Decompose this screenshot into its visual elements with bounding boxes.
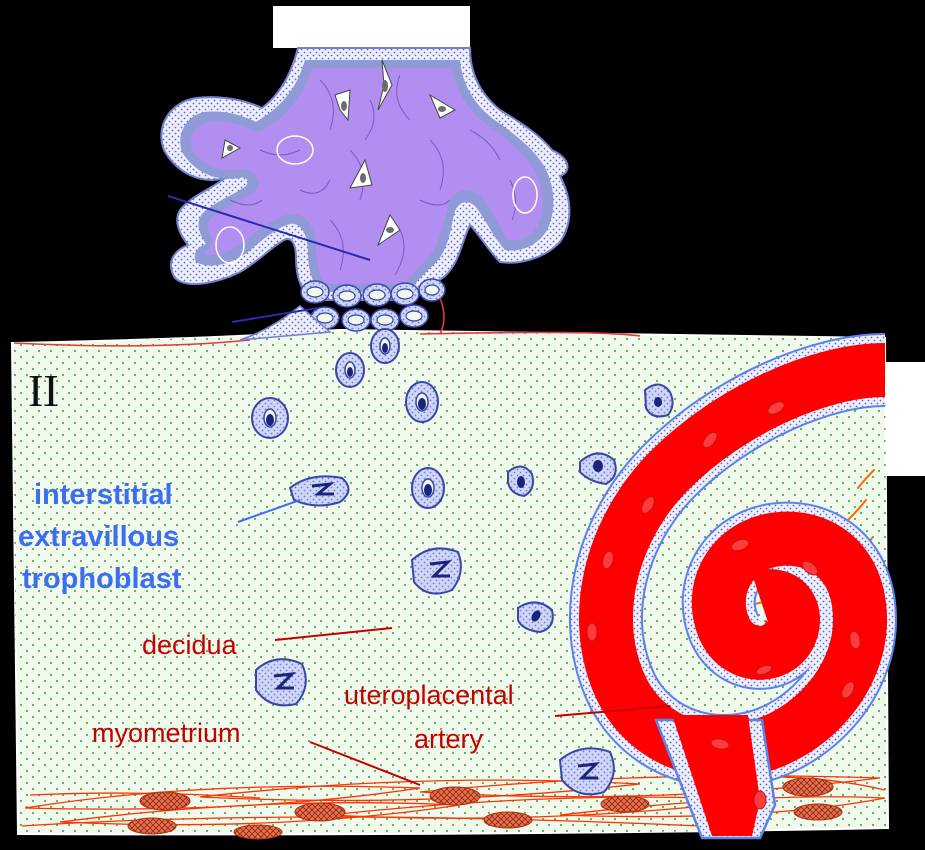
label-decidua: decidua bbox=[142, 630, 237, 660]
muscle-nucleus bbox=[295, 803, 345, 821]
muscle-nucleus bbox=[128, 818, 176, 834]
trophoblast-cell bbox=[256, 659, 306, 705]
label-myometrium: myometrium bbox=[92, 718, 241, 748]
cell-column bbox=[301, 279, 445, 331]
label-artery: artery bbox=[414, 724, 483, 754]
muscle-nucleus bbox=[140, 792, 190, 810]
muscle-nucleus bbox=[234, 825, 282, 839]
label-trophoblast: trophoblast bbox=[22, 562, 182, 596]
panel-label: II bbox=[28, 368, 59, 414]
muscle-nucleus bbox=[484, 812, 532, 828]
chorionic-villus bbox=[161, 48, 569, 340]
muscle-nucleus bbox=[601, 796, 649, 812]
muscle-nucleus bbox=[783, 778, 833, 796]
muscle-nucleus bbox=[794, 804, 842, 820]
label-interstitial: interstitial bbox=[34, 478, 173, 512]
label-extravillous: extravillous bbox=[18, 520, 179, 554]
top-white-box bbox=[273, 6, 470, 48]
muscle-nucleus bbox=[430, 787, 480, 805]
trophoblast-cell bbox=[412, 548, 461, 593]
label-uteroplacental: uteroplacental bbox=[344, 680, 514, 710]
